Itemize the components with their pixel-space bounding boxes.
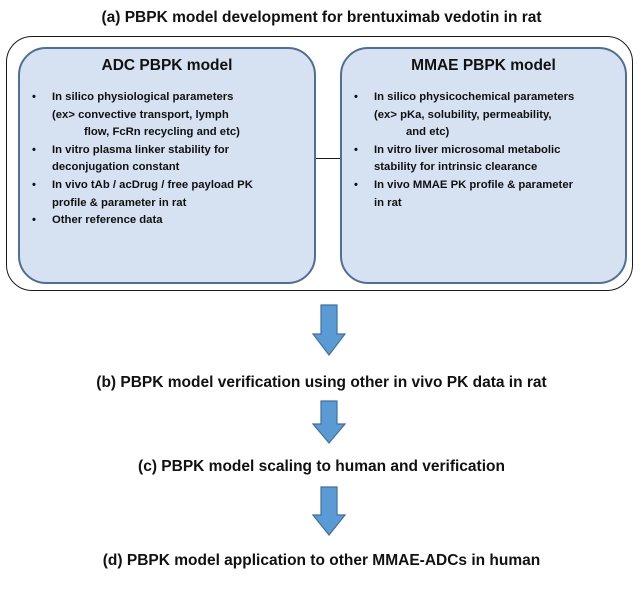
mmae-model-heading: MMAE PBPK model: [411, 57, 556, 74]
adc-input-item: In vitro plasma linker stability for dec…: [32, 142, 306, 177]
model-connector-line: [316, 158, 340, 159]
mmae-input-item: In vivo MMAE PK profile & parameter in r…: [354, 177, 617, 212]
adc-model-heading: ADC PBPK model: [101, 57, 233, 74]
mmae-input-item: In vitro liver microsomal metabolic stab…: [354, 142, 617, 177]
adc-input-item: Other reference data: [32, 212, 306, 230]
mmae-input-item: In silico physicochemical parameters (ex…: [354, 89, 617, 142]
adc-input-item: In vivo tAb / acDrug / free payload PK p…: [32, 177, 306, 212]
step-b-title: (b) PBPK model verification using other …: [96, 374, 547, 391]
down-arrow-icon: [312, 486, 346, 536]
down-arrow-icon: [312, 400, 346, 444]
mmae-model-inputs-list: In silico physicochemical parameters (ex…: [342, 89, 625, 212]
down-arrow-icon: [312, 304, 346, 356]
mmae-pbpk-model-box: MMAE PBPK model In silico physicochemica…: [340, 47, 627, 284]
step-d-title: (d) PBPK model application to other MMAE…: [102, 552, 541, 569]
development-stage-frame: [6, 36, 633, 291]
adc-model-inputs-list: In silico physiological parameters (ex> …: [20, 89, 314, 230]
step-c-title: (c) PBPK model scaling to human and veri…: [138, 458, 505, 475]
step-a-title: (a) PBPK model development for brentuxim…: [101, 9, 542, 26]
adc-input-item: In silico physiological parameters (ex> …: [32, 89, 306, 142]
adc-pbpk-model-box: ADC PBPK model In silico physiological p…: [18, 47, 316, 284]
